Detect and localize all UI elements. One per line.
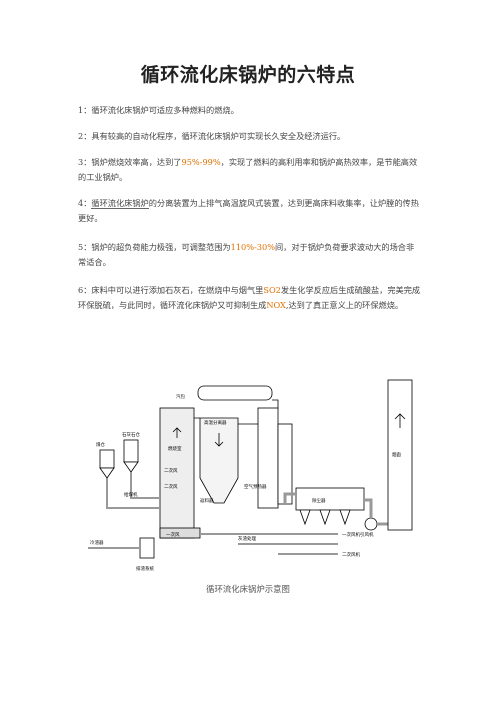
diagram-caption: 循环流化床锅炉示意图 <box>206 584 290 594</box>
paragraph-6: 6：床料中可以进行添加石灰石，在燃烧中与烟气里SO2发生化学反应后生成硫酸盐，完… <box>78 285 421 310</box>
label-primary-air: 一次风 <box>166 531 180 538</box>
paragraph-2: 2：具有较高的自动化程序，循环流化床锅炉可实现长久安全及经济运行。 <box>78 131 346 141</box>
economizer-shape <box>277 423 293 505</box>
label-top: 汽包 <box>176 393 185 400</box>
underlined-term: 循环流化床锅炉 <box>91 198 149 209</box>
feed-lines <box>106 472 160 509</box>
hopper-2 <box>319 509 331 526</box>
dust-collector-shape <box>295 487 365 511</box>
highlight-efficiency: 95%-99% <box>181 157 221 167</box>
highlight-nox: NOX <box>266 300 286 310</box>
label-ash: 灰渣处理 <box>238 535 256 542</box>
label-bottom: 排渣系统 <box>136 565 154 572</box>
rear-pass-shape <box>257 407 279 509</box>
fan-shape <box>364 517 378 531</box>
label-chimney: 烟囱 <box>392 451 401 458</box>
flue-to-dust <box>283 492 296 504</box>
limestone-bin-hopper <box>123 461 139 473</box>
label-limestone-bin: 石灰石仓 <box>122 431 140 438</box>
separator-shape <box>199 417 239 504</box>
air-ducts <box>200 533 338 555</box>
flue-duct <box>194 399 279 425</box>
drum-shape <box>197 385 273 401</box>
furnace-up-arrow <box>172 427 182 438</box>
paragraph-3: 3：锅炉燃烧效率高，达到了95%-99%，实现了燃料的高利用率和锅炉高热效率，是… <box>78 157 418 182</box>
label-air-preheater: 空气预热器 <box>244 483 267 490</box>
label-sec-air-1: 二次风 <box>164 467 178 474</box>
paragraph-1: 1：循环流化床锅炉可适应多种燃料的燃烧。 <box>78 105 239 115</box>
slag-cooler-shape <box>139 537 155 559</box>
label-slag: 冷渣器 <box>90 539 104 546</box>
label-separator: 高温分离器 <box>204 419 227 426</box>
label-return: 返料器 <box>200 497 214 504</box>
label-fan: 引风机 <box>360 531 374 538</box>
separator-down-arrow <box>214 433 224 447</box>
coal-bin-shape <box>99 449 115 469</box>
hopper-3 <box>339 509 351 526</box>
highlight-load-range: 110%-30% <box>230 242 275 252</box>
limestone-bin-shape <box>123 439 139 463</box>
boiler-diagram: 汽包 高温分离器 燃烧室 煤仓 石灰石仓 给煤机 二次风 二次风 返料器 一次风… <box>88 379 413 572</box>
label-blower-2: 二次风机 <box>342 551 360 558</box>
label-feeder: 给煤机 <box>124 491 138 498</box>
chimney-shape <box>387 379 413 531</box>
paragraph-4: 4：循环流化床锅炉的分离装置为上排气高温旋风式装置，达到更高床料收集率，让炉膛的… <box>78 198 419 223</box>
paragraph-5: 5：锅炉的超负荷能力极强，可调整范围为110%-30%间，对于锅炉负荷要求波动大… <box>78 242 415 267</box>
label-dust: 除尘器 <box>312 497 326 504</box>
highlight-so2: SO2 <box>263 285 281 295</box>
chimney-up-arrow <box>394 413 406 428</box>
hopper-1 <box>299 509 311 526</box>
coal-bin-hopper <box>99 467 115 479</box>
label-coal-bin: 煤仓 <box>96 441 105 448</box>
label-blower-1: 一次风机 <box>342 531 360 538</box>
label-furnace: 燃烧室 <box>168 445 182 452</box>
document-title: 循环流化床锅炉的六特点 <box>140 64 356 86</box>
label-sec-air-2: 二次风 <box>164 483 178 490</box>
